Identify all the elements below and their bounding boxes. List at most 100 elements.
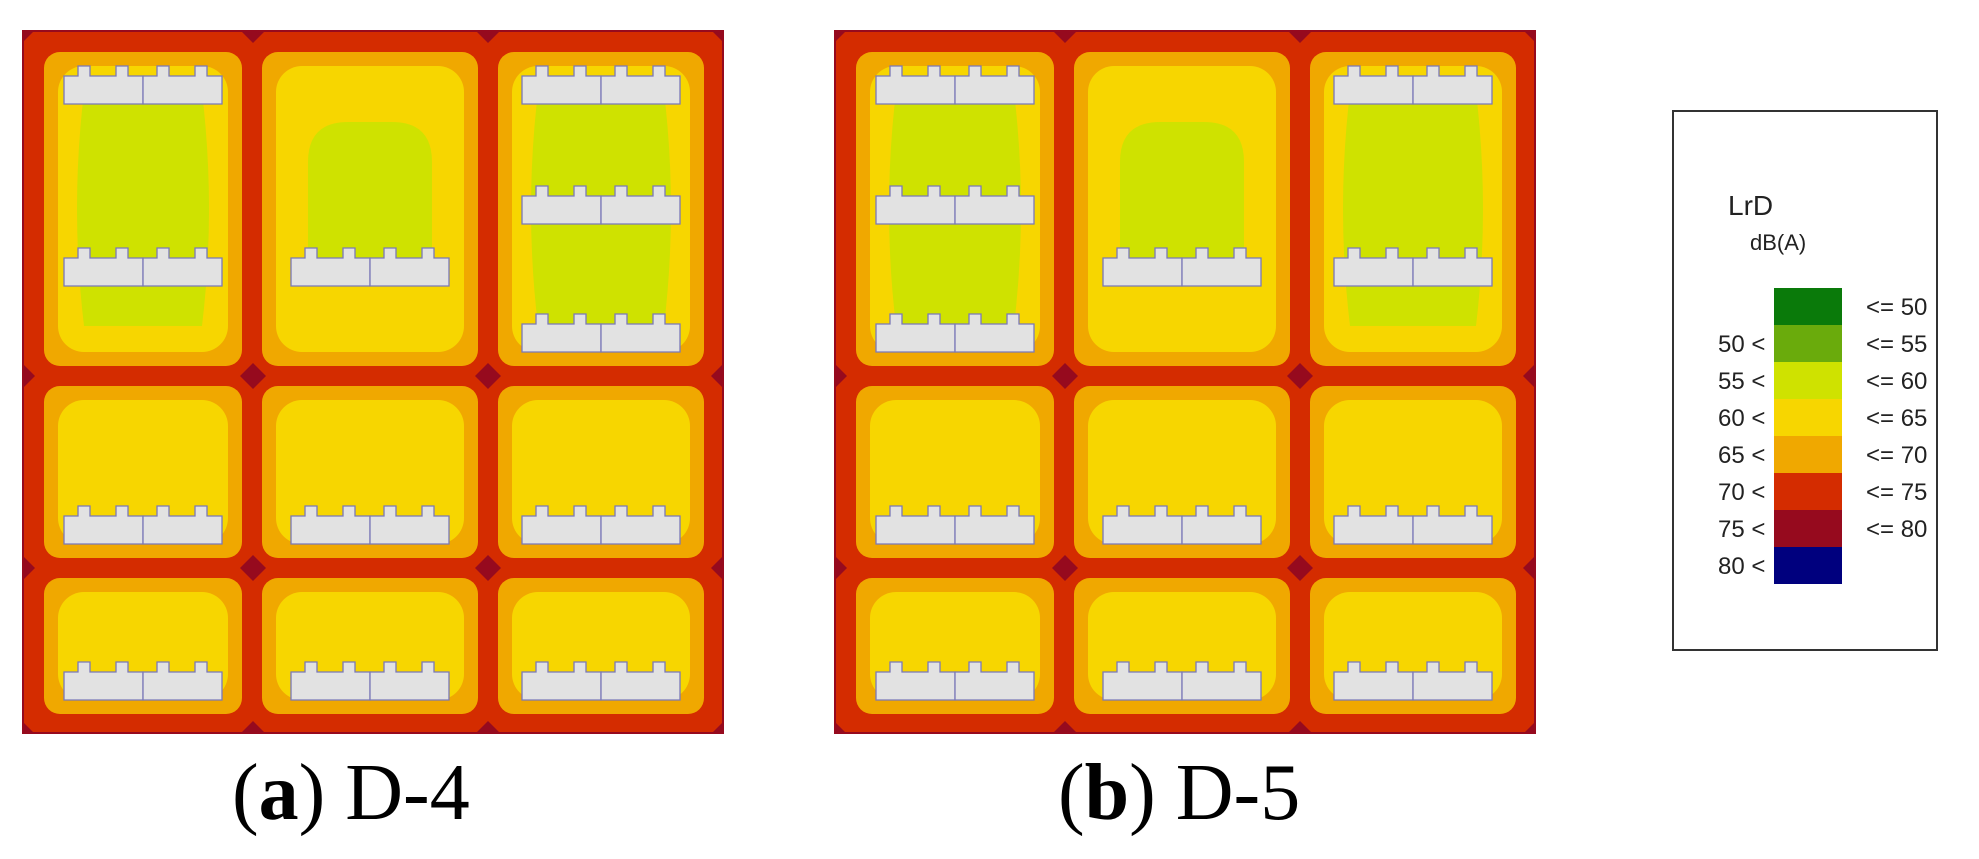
junction	[1287, 555, 1313, 581]
building-pair	[63, 505, 223, 545]
building-pair	[1102, 247, 1262, 287]
building-pair	[1333, 247, 1493, 287]
junction	[475, 30, 501, 43]
building	[369, 505, 450, 545]
junction	[711, 30, 724, 43]
zone-60-65	[512, 400, 690, 544]
building-pair	[875, 185, 1035, 225]
legend-upper-bound: <= 50	[1866, 294, 1928, 321]
building-pair	[1333, 65, 1493, 105]
noise-level-legend: LrD dB(A) <= 50 50 < <= 55 55 < <= 60 60 < <= …	[1672, 110, 1938, 651]
building	[954, 661, 1035, 701]
zone-55-60	[308, 122, 432, 262]
city-block	[262, 52, 478, 366]
building	[954, 65, 1035, 105]
junction	[711, 363, 724, 389]
building	[954, 185, 1035, 225]
building-pair	[521, 505, 681, 545]
building	[369, 661, 450, 701]
city-block	[856, 386, 1054, 558]
building-pair	[521, 661, 681, 701]
legend-lower-bound: 65 <	[1718, 442, 1766, 469]
junction	[240, 363, 266, 389]
junction	[711, 555, 724, 581]
legend-lower-bound: 80 <	[1718, 553, 1766, 580]
noise-map-a	[22, 30, 724, 734]
junction	[1052, 555, 1078, 581]
building-pair	[1102, 505, 1262, 545]
zone-60-65	[870, 400, 1040, 544]
junction	[475, 363, 501, 389]
building	[142, 661, 223, 701]
legend-swatch	[1774, 399, 1842, 436]
junction	[240, 30, 266, 43]
building-pair	[875, 65, 1035, 105]
building-pair	[290, 505, 450, 545]
building	[1181, 505, 1262, 545]
legend-upper-bound: <= 55	[1866, 331, 1928, 358]
junction	[834, 30, 847, 43]
building-pair	[1333, 505, 1493, 545]
caption-a: (a) D-4	[232, 749, 470, 837]
zone-60-65	[276, 400, 464, 544]
building-pair	[290, 661, 450, 701]
legend-lower-bound: 55 <	[1718, 368, 1766, 395]
junction	[834, 363, 847, 389]
legend-upper-bound: <= 70	[1866, 442, 1928, 469]
legend-upper-bound: <= 65	[1866, 405, 1928, 432]
junction	[475, 721, 501, 734]
junction	[1052, 30, 1078, 43]
junction	[475, 555, 501, 581]
caption-b: (b) D-5	[1058, 749, 1301, 837]
caption-b-letter: b	[1084, 749, 1130, 837]
junction	[1523, 721, 1536, 734]
zone-60-65	[58, 400, 228, 544]
building-pair	[521, 185, 681, 225]
legend-upper-bound: <= 60	[1866, 368, 1928, 395]
building-pair	[290, 247, 450, 287]
junction	[22, 721, 35, 734]
building-pair	[875, 661, 1035, 701]
legend-upper-bound: <= 80	[1866, 516, 1928, 543]
building	[954, 505, 1035, 545]
legend-swatch	[1774, 288, 1842, 325]
legend-upper-bound: <= 75	[1866, 479, 1928, 506]
legend-swatch	[1774, 547, 1842, 584]
building	[1181, 247, 1262, 287]
legend-swatch	[1774, 510, 1842, 547]
caption-b-text: D-5	[1175, 749, 1301, 837]
junction	[834, 721, 847, 734]
junction	[1523, 555, 1536, 581]
zone-55-60	[1343, 92, 1483, 326]
legend-unit: dB(A)	[1750, 230, 1807, 255]
building	[1181, 661, 1262, 701]
noise-map-b	[834, 30, 1536, 734]
legend-swatch	[1774, 473, 1842, 510]
building-pair	[63, 247, 223, 287]
noise-map-panel-b	[834, 30, 1536, 734]
legend-lower-bound: 60 <	[1718, 405, 1766, 432]
noise-map-panel-a	[22, 30, 724, 734]
building-pair	[63, 661, 223, 701]
junction	[22, 363, 35, 389]
junction	[1052, 363, 1078, 389]
building	[600, 505, 681, 545]
building-pair	[521, 65, 681, 105]
building-pair	[1102, 661, 1262, 701]
zone-60-65	[1088, 400, 1276, 544]
legend-title: LrD	[1728, 190, 1774, 221]
building	[369, 247, 450, 287]
junction	[1287, 721, 1313, 734]
building	[1412, 247, 1493, 287]
building-pair	[1333, 661, 1493, 701]
legend-lower-bound: 75 <	[1718, 516, 1766, 543]
junction	[1287, 30, 1313, 43]
legend-swatch	[1774, 362, 1842, 399]
legend-lower-bound: 70 <	[1718, 479, 1766, 506]
zone-60-65	[1324, 400, 1502, 544]
building	[1412, 505, 1493, 545]
junction	[22, 30, 35, 43]
building	[142, 65, 223, 105]
legend-lower-bound: 50 <	[1718, 331, 1766, 358]
building	[600, 65, 681, 105]
